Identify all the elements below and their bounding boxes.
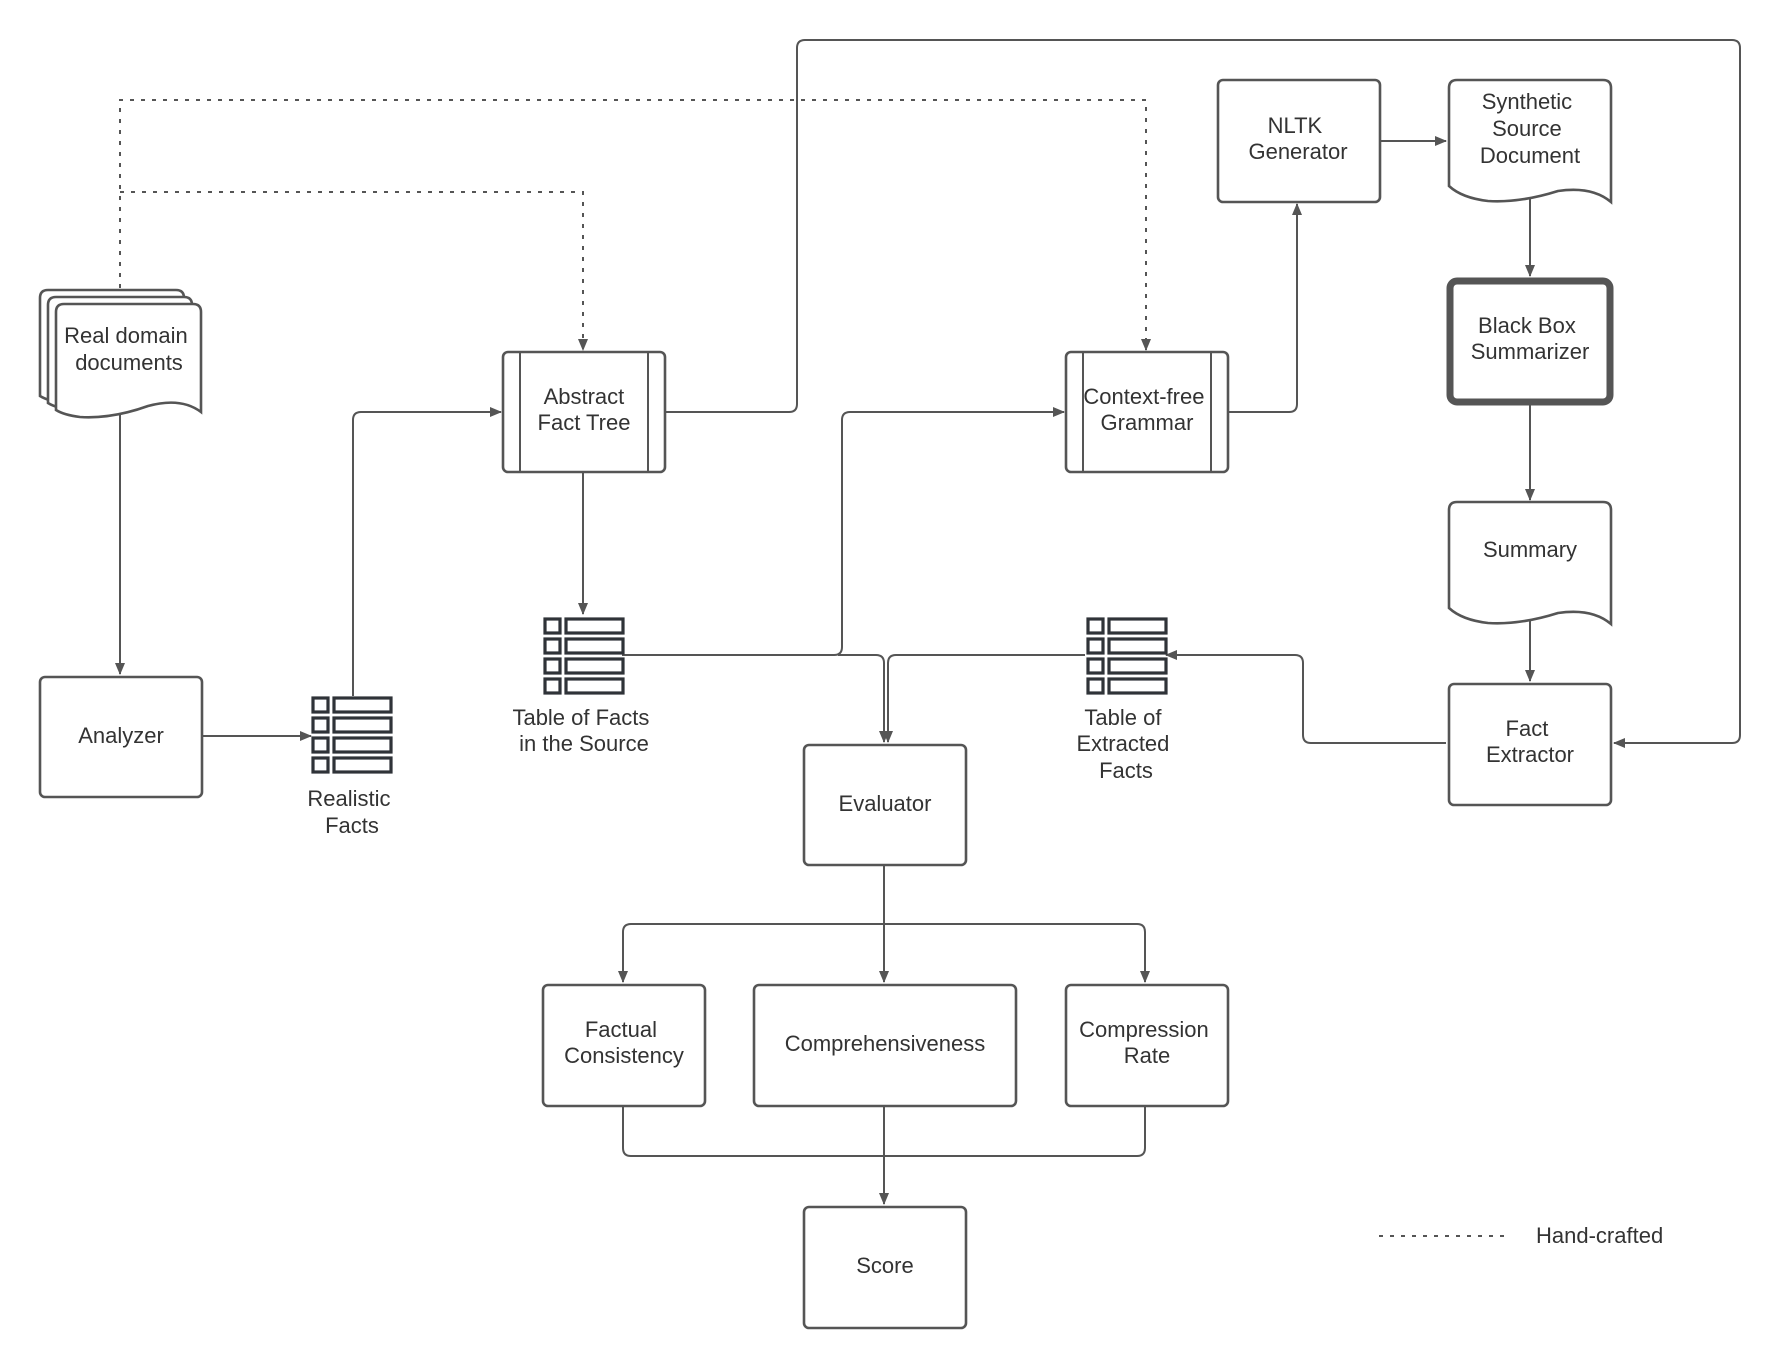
- nltk-generator-node: NLTK Generator: [1216, 78, 1382, 204]
- real-domain-documents-node: Real domain documents: [38, 288, 203, 419]
- real-domain-documents-label-2: documents: [75, 350, 183, 375]
- score-label: Score: [856, 1253, 913, 1278]
- context-free-grammar-node: Context-free Grammar: [1064, 350, 1230, 474]
- realistic-facts-label-1: Realistic: [307, 786, 390, 811]
- edge-docs-to-cfg: [119, 99, 1151, 351]
- legend-hand-crafted-label: Hand-crafted: [1536, 1223, 1663, 1248]
- svg-text:Factual Consistency: Factual Consistency: [564, 1017, 684, 1068]
- edge-abstract-fact-tree-to-fact-extractor: [665, 39, 1741, 748]
- table-of-extracted-facts-label-3: Facts: [1099, 758, 1153, 783]
- table-of-extracted-facts-icon: [1086, 617, 1168, 695]
- svg-text:Compression Rate: Compression Rate: [1079, 1017, 1215, 1068]
- table-of-facts-source-label-1: Table of Facts: [512, 705, 649, 730]
- black-box-summarizer-label-1: Black Box: [1478, 313, 1576, 338]
- edge-table-source-to-evaluator: [838, 654, 889, 743]
- table-of-facts-source-label-2: in the Source: [519, 731, 649, 756]
- context-free-grammar-label-1: Context-free: [1083, 384, 1204, 409]
- nltk-generator-label-1: NLTK: [1268, 113, 1323, 138]
- legend: Hand-crafted: [1379, 1223, 1663, 1248]
- synthetic-source-document-label-2: Source: [1492, 116, 1562, 141]
- synthetic-source-document-node: Synthetic Source Document: [1447, 78, 1613, 205]
- edge-fact-extractor-to-table-extracted: [1165, 650, 1446, 744]
- edge-table-source-to-cfg: [622, 407, 1065, 656]
- factual-consistency-label-1: Factual: [585, 1017, 657, 1042]
- edge-metrics-to-score: [622, 1106, 1146, 1204]
- black-box-summarizer-node: Black Box Summarizer: [1446, 277, 1614, 406]
- evaluator-label: Evaluator: [839, 791, 932, 816]
- analyzer-label: Analyzer: [78, 723, 164, 748]
- svg-text:Table of Extracted Fac: Table of Extracted Facts: [1076, 705, 1175, 783]
- realistic-facts-label-2: Facts: [325, 813, 379, 838]
- table-of-facts-source-icon: [543, 617, 625, 695]
- fact-extractor-node: Fact Extractor: [1447, 682, 1613, 807]
- edge-evaluator-to-compression-rate: [884, 923, 1150, 983]
- compression-rate-label-2: Rate: [1124, 1043, 1170, 1068]
- svg-text:Fact Extractor: Fact Extractor: [1486, 716, 1574, 767]
- svg-text:Black Box Summarizer: Black Box Summarizer: [1471, 313, 1590, 364]
- comprehensiveness-node: Comprehensiveness: [752, 983, 1018, 1108]
- edges: [115, 39, 1741, 1204]
- nltk-generator-label-2: Generator: [1248, 139, 1347, 164]
- factual-consistency-node: Factual Consistency: [541, 983, 707, 1108]
- synthetic-source-document-label-3: Document: [1480, 143, 1580, 168]
- abstract-fact-tree-node: Abstract Fact Tree: [501, 350, 667, 474]
- factual-consistency-label-2: Consistency: [564, 1043, 684, 1068]
- edge-realistic-facts-to-abstract-fact-tree: [352, 407, 502, 696]
- svg-text:Abstract Fact Tree: Abstract Fact Tree: [538, 384, 631, 435]
- analyzer-node: Analyzer: [38, 675, 204, 799]
- compression-rate-label-1: Compression: [1079, 1017, 1209, 1042]
- svg-text:Context-free Grammar: Context-free Grammar: [1083, 384, 1210, 435]
- compression-rate-node: Compression Rate: [1064, 983, 1230, 1108]
- context-free-grammar-label-2: Grammar: [1101, 410, 1194, 435]
- svg-text:Realistic Facts: Realistic Facts: [307, 786, 396, 838]
- realistic-facts-table-icon: [311, 696, 393, 774]
- abstract-fact-tree-label-2: Fact Tree: [538, 410, 631, 435]
- table-of-extracted-facts-label-1: Table of: [1084, 705, 1162, 730]
- edge-table-extracted-to-evaluator: [883, 654, 1085, 743]
- edge-docs-to-abstract-fact-tree: [120, 191, 588, 351]
- edge-evaluator-to-factual-consistency: [618, 923, 884, 983]
- comprehensiveness-label: Comprehensiveness: [785, 1031, 986, 1056]
- abstract-fact-tree-label-1: Abstract: [544, 384, 625, 409]
- svg-text:Real domain documents: Real domain documents: [64, 323, 194, 375]
- evaluator-node: Evaluator: [802, 743, 968, 867]
- black-box-summarizer-label-2: Summarizer: [1471, 339, 1590, 364]
- fact-extractor-label-1: Fact: [1506, 716, 1549, 741]
- fact-extractor-label-2: Extractor: [1486, 742, 1574, 767]
- svg-text:Synthetic Source D: Synthetic Source Document: [1480, 89, 1580, 168]
- score-node: Score: [802, 1205, 968, 1330]
- edge-cfg-to-nltk: [1227, 203, 1302, 413]
- summary-node: Summary: [1447, 500, 1613, 627]
- svg-text:NLTK Generator: NLTK Generator: [1248, 113, 1347, 164]
- synthetic-source-document-label-1: Synthetic: [1482, 89, 1573, 114]
- summary-label: Summary: [1483, 537, 1577, 562]
- svg-text:Table of Facts in the Sour: Table of Facts in the Source: [512, 705, 655, 756]
- real-domain-documents-label-1: Real domain: [64, 323, 188, 348]
- table-of-extracted-facts-label-2: Extracted: [1076, 731, 1169, 756]
